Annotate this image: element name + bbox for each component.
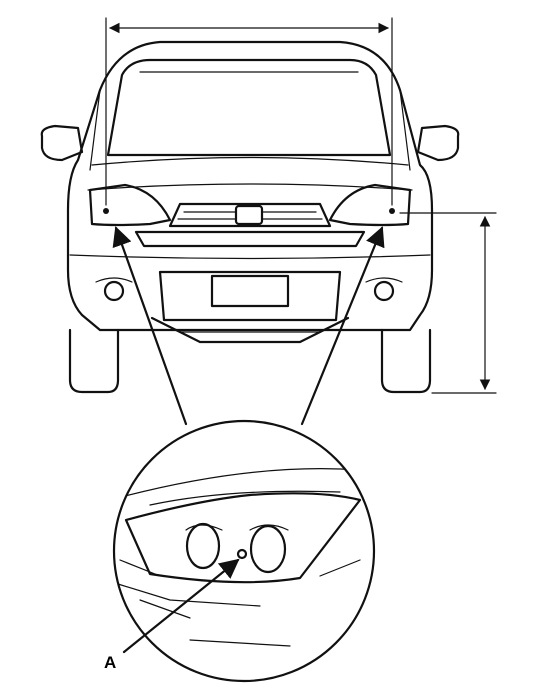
- width-dimension: [105, 17, 393, 206]
- callout-a: A: [104, 558, 240, 672]
- detail-magnifier: [112, 419, 376, 683]
- callout-a-label: A: [104, 653, 116, 672]
- height-dimension: [399, 212, 497, 394]
- vehicle-front-view: [40, 40, 460, 394]
- detail-leader-lines: [112, 226, 385, 426]
